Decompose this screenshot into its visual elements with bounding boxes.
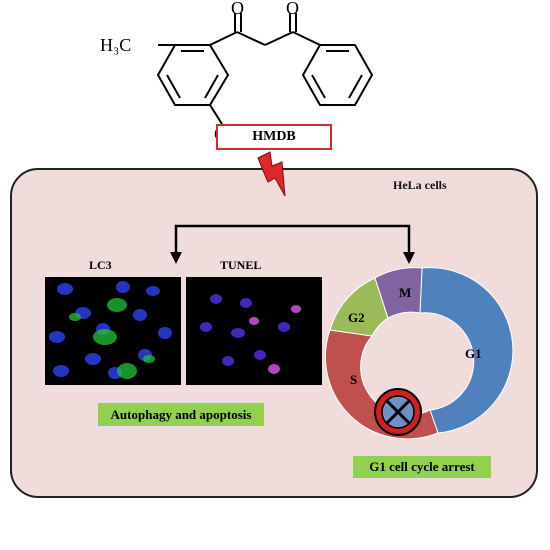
cell-line-label: HeLa cells <box>393 178 447 192</box>
phase-g1-label: G1 <box>465 346 482 361</box>
phase-m-label: M <box>399 285 411 300</box>
compound-name-box: HMDB <box>216 124 332 150</box>
phase-s-label: S <box>350 372 357 387</box>
phase-g1-segment <box>419 267 514 434</box>
hmdb-structure: H₃C OH O O <box>100 0 374 144</box>
prohibition-icon <box>374 388 422 436</box>
arrowhead-left-icon <box>170 252 182 264</box>
phase-g2-label: G2 <box>348 310 365 325</box>
tunel-label: TUNEL <box>220 258 262 272</box>
carbonyl-oxygen-label: O <box>286 0 299 18</box>
methyl-label: H₃C <box>100 35 131 55</box>
tunel-micrograph <box>186 277 322 385</box>
arrowhead-right-icon <box>403 252 415 264</box>
lightning-icon <box>257 151 286 197</box>
g1-arrest-label: G1 cell cycle arrest <box>353 456 491 478</box>
phase-g2-segment <box>329 277 389 337</box>
bifurcation-arrow <box>174 224 411 252</box>
autophagy-apoptosis-label: Autophagy and apoptosis <box>98 403 264 426</box>
lc3-label: LC3 <box>89 258 112 272</box>
phase-m-segment <box>374 267 423 319</box>
carbonyl-oxygen-label: O <box>231 0 244 18</box>
compound-name: HMDB <box>252 129 296 144</box>
lc3-micrograph <box>45 277 181 385</box>
